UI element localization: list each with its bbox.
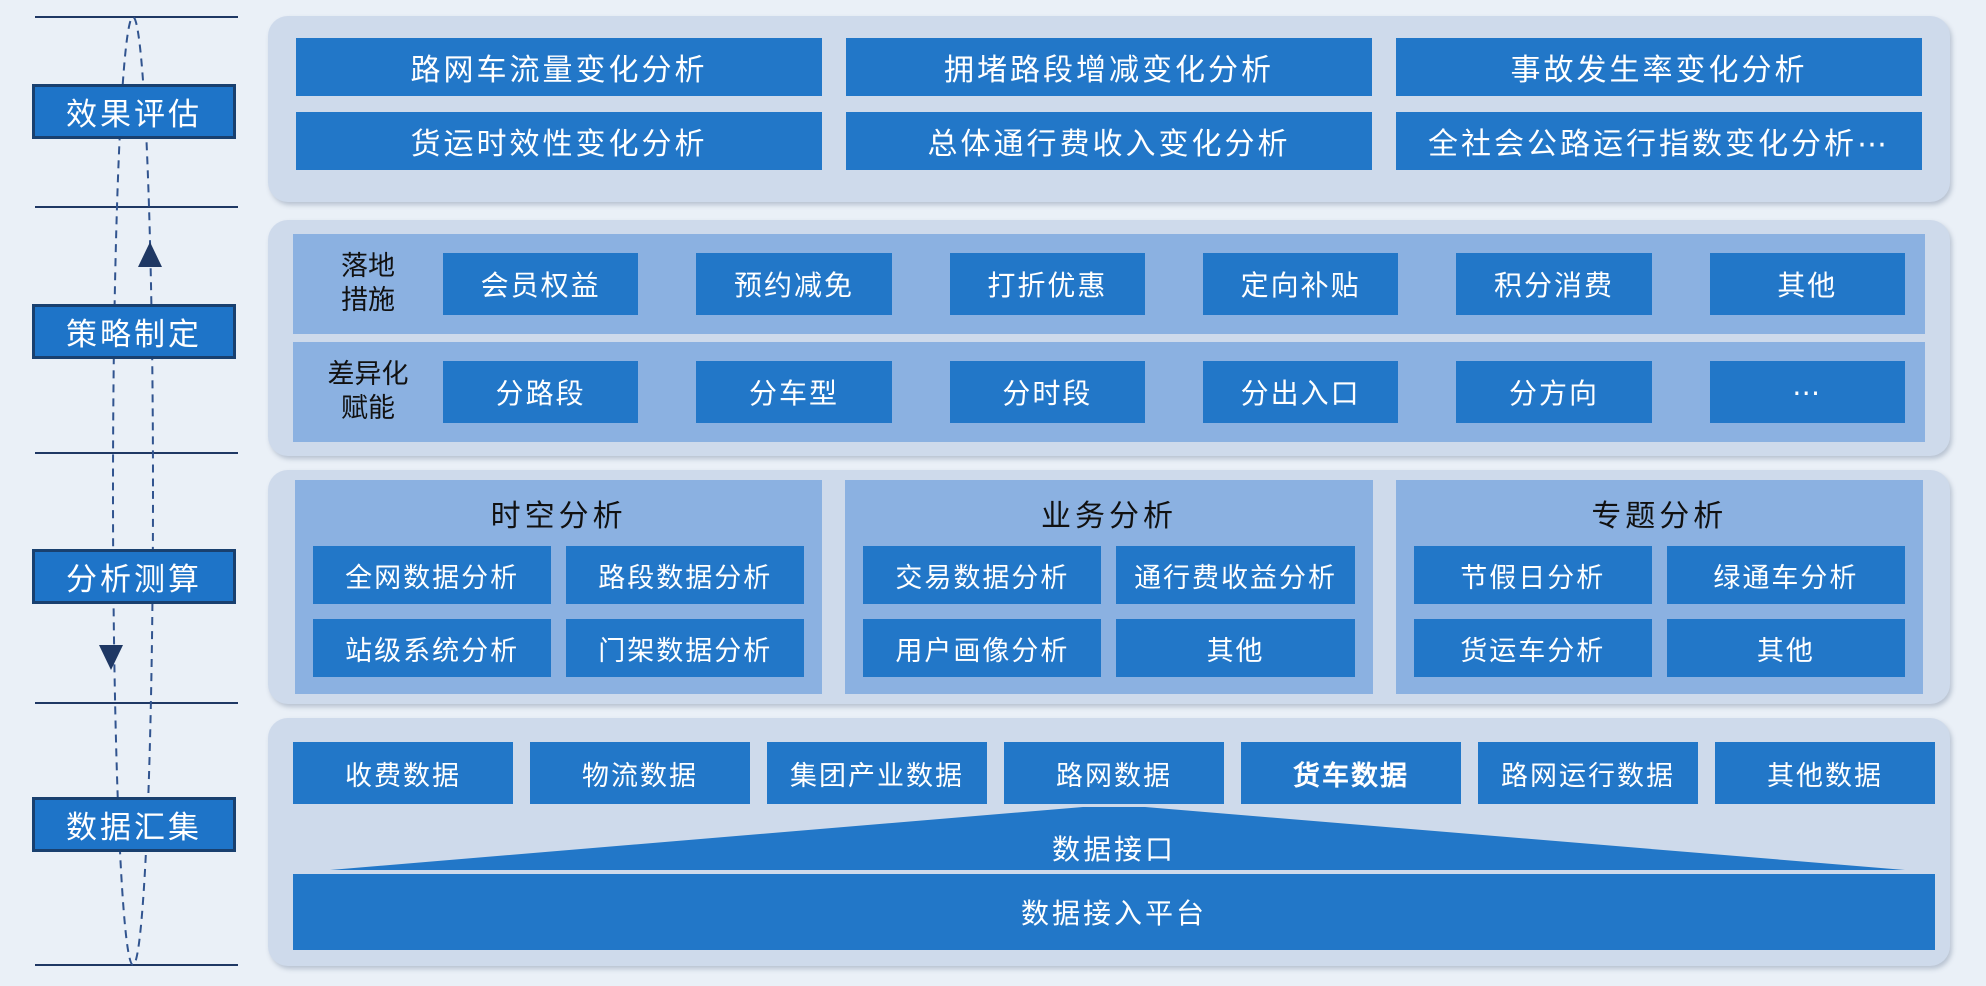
strategy-block: 分出入口 xyxy=(1202,361,1399,423)
data-source-blocks: 收费数据 物流数据 集团产业数据 路网数据 货车数据 路网运行数据 其他数据 xyxy=(293,742,1935,804)
data-source-block: 路网运行数据 xyxy=(1478,742,1698,804)
panel-blocks: 全网数据分析 路段数据分析 站级系统分析 门架数据分析 xyxy=(295,546,822,694)
evaluation-block: 事故发生率变化分析 xyxy=(1396,38,1922,96)
strategy-row-blocks: 分路段 分车型 分时段 分出入口 分方向 ⋯ xyxy=(443,361,1925,423)
analysis-block: 交易数据分析 xyxy=(863,546,1102,604)
strategy-row-blocks: 会员权益 预约减免 打折优惠 定向补贴 积分消费 其他 xyxy=(443,253,1925,315)
panel-business-analysis: 业务分析 交易数据分析 通行费收益分析 用户画像分析 其他 xyxy=(845,480,1373,694)
data-source-block: 路网数据 xyxy=(1004,742,1224,804)
analysis-block: 站级系统分析 xyxy=(313,619,552,677)
data-source-block: 货车数据 xyxy=(1241,742,1461,804)
evaluation-block: 路网车流量变化分析 xyxy=(296,38,822,96)
label-line: 措施 xyxy=(341,285,395,315)
evaluation-block: 拥堵路段增减变化分析 xyxy=(846,38,1372,96)
strategy-block: 定向补贴 xyxy=(1202,253,1399,315)
data-source-block: 集团产业数据 xyxy=(767,742,987,804)
analysis-block: 门架数据分析 xyxy=(566,619,805,677)
stage-strategy-formulation: 策略制定 xyxy=(32,304,236,359)
strategy-block: 积分消费 xyxy=(1456,253,1652,315)
strategy-block: ⋯ xyxy=(1709,361,1905,423)
cycle-decoration xyxy=(35,16,238,966)
strategy-row-label: 差异化 赋能 xyxy=(293,358,443,426)
stage-data-collection: 数据汇集 xyxy=(32,797,236,852)
section-strategy-formulation: 落地 措施 会员权益 预约减免 打折优惠 定向补贴 积分消费 其他 差异化 赋能 xyxy=(268,220,1950,456)
stage-divider-lines xyxy=(35,16,238,966)
strategy-block: 会员权益 xyxy=(443,253,639,315)
strategy-row-differentiation: 差异化 赋能 分路段 分车型 分时段 分出入口 分方向 ⋯ xyxy=(293,342,1925,442)
analysis-block: 其他 xyxy=(1116,619,1355,677)
analysis-block: 通行费收益分析 xyxy=(1116,546,1355,604)
label-line: 落地 xyxy=(341,251,395,282)
data-source-block: 物流数据 xyxy=(530,742,750,804)
process-cycle-rail: 效果评估 策略制定 分析测算 数据汇集 xyxy=(0,0,268,986)
analysis-block: 全网数据分析 xyxy=(313,546,552,604)
panel-title: 时空分析 xyxy=(490,500,627,533)
panel-blocks: 节假日分析 绿通车分析 货运车分析 其他 xyxy=(1396,546,1923,694)
panel-title: 专题分析 xyxy=(1591,500,1728,533)
analysis-block: 货运车分析 xyxy=(1413,619,1652,677)
section-analysis-calculation: 时空分析 全网数据分析 路段数据分析 站级系统分析 门架数据分析 业务分析 交易… xyxy=(268,470,1950,704)
stage-effect-evaluation: 效果评估 xyxy=(32,84,236,139)
strategy-block: 分时段 xyxy=(949,361,1145,423)
panel-spatiotemporal-analysis: 时空分析 全网数据分析 路段数据分析 站级系统分析 门架数据分析 xyxy=(295,480,823,694)
evaluation-block: 全社会公路运行指数变化分析⋯ xyxy=(1396,112,1922,170)
strategy-block: 分路段 xyxy=(443,361,639,423)
section-effect-evaluation: 路网车流量变化分析 拥堵路段增减变化分析 事故发生率变化分析 货运时效性变化分析… xyxy=(268,16,1950,202)
diagram-content: 路网车流量变化分析 拥堵路段增减变化分析 事故发生率变化分析 货运时效性变化分析… xyxy=(268,0,1950,986)
evaluation-block: 总体通行费收入变化分析 xyxy=(846,112,1372,170)
analysis-block: 其他 xyxy=(1666,619,1905,677)
arrow-down-icon xyxy=(99,645,123,670)
cycle-ellipse xyxy=(112,16,154,966)
data-source-block: 收费数据 xyxy=(293,742,513,804)
data-access-platform-bar: 数据接入平台 xyxy=(293,874,1935,950)
label-line: 赋能 xyxy=(341,393,395,423)
strategy-block: 分方向 xyxy=(1456,361,1652,423)
analysis-block: 绿通车分析 xyxy=(1666,546,1905,604)
panel-special-topic-analysis: 专题分析 节假日分析 绿通车分析 货运车分析 其他 xyxy=(1395,480,1923,694)
data-interface-triangle xyxy=(330,807,1905,870)
panel-blocks: 交易数据分析 通行费收益分析 用户画像分析 其他 xyxy=(845,546,1372,694)
section-data-collection: 收费数据 物流数据 集团产业数据 路网数据 货车数据 路网运行数据 其他数据 数… xyxy=(268,718,1950,966)
strategy-row-label: 落地 措施 xyxy=(293,250,443,318)
data-source-block: 其他数据 xyxy=(1715,742,1935,804)
panel-title: 业务分析 xyxy=(1040,500,1177,533)
strategy-block: 其他 xyxy=(1709,253,1905,315)
analysis-block: 节假日分析 xyxy=(1413,546,1652,604)
strategy-block: 预约减免 xyxy=(696,253,892,315)
evaluation-block: 货运时效性变化分析 xyxy=(296,112,822,170)
strategy-block: 分车型 xyxy=(696,361,892,423)
arrow-up-icon xyxy=(138,242,162,267)
analysis-block: 用户画像分析 xyxy=(863,619,1102,677)
analysis-block: 路段数据分析 xyxy=(566,546,805,604)
stage-analysis-calculation: 分析测算 xyxy=(32,549,236,604)
strategy-row-measures: 落地 措施 会员权益 预约减免 打折优惠 定向补贴 积分消费 其他 xyxy=(293,234,1925,334)
label-line: 差异化 xyxy=(327,359,409,390)
strategy-block: 打折优惠 xyxy=(949,253,1145,315)
data-interface-label: 数据接口 xyxy=(1051,834,1176,865)
